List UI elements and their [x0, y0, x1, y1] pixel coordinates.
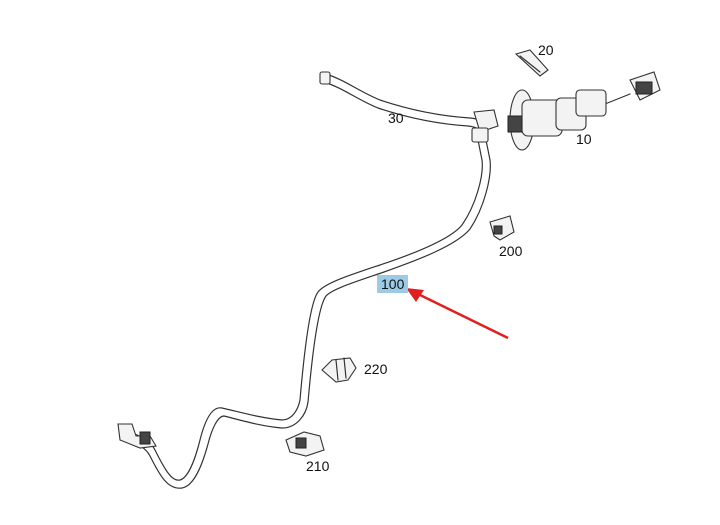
bracket-part-220	[321, 357, 357, 383]
callout-220: 220	[364, 361, 388, 377]
hose-connector	[473, 109, 499, 133]
callout-10: 10	[576, 131, 592, 147]
hose-part-30	[319, 71, 499, 135]
clutch-line-part-100	[117, 127, 491, 489]
line-connector-top	[471, 127, 489, 143]
clamp-part-210	[285, 431, 325, 457]
master-cylinder-part-10	[507, 71, 661, 151]
pin-part-20	[514, 49, 549, 77]
hose-end-cap	[319, 71, 331, 85]
callout-20: 20	[538, 42, 554, 58]
line-nut	[139, 431, 151, 445]
callout-200: 200	[499, 243, 523, 259]
callout-100: 100	[377, 275, 409, 293]
pointer-arrow	[406, 288, 509, 340]
callout-30: 30	[388, 110, 404, 126]
callout-210: 210	[306, 458, 330, 474]
clip-part-200	[489, 215, 515, 241]
